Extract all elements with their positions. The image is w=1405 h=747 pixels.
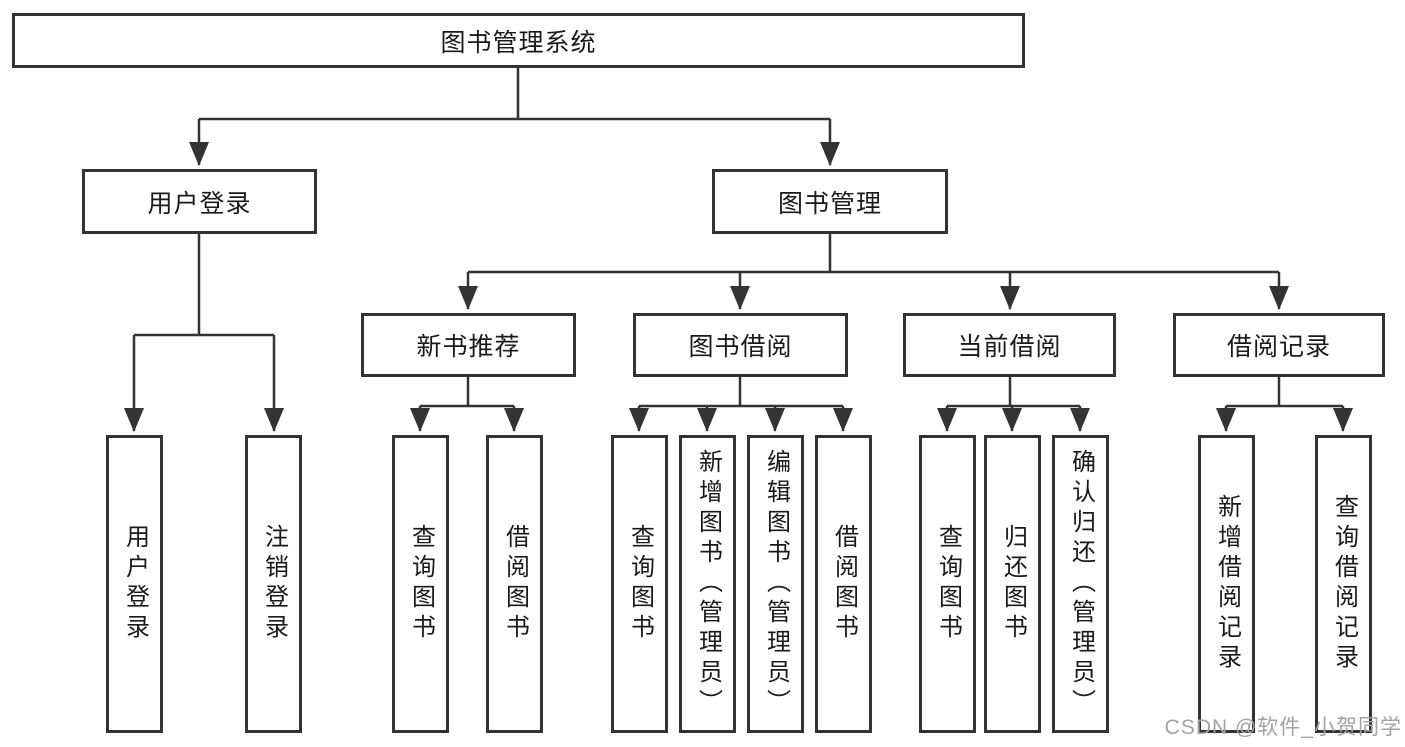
leaf-current-return-books: 归还图书 <box>984 435 1041 733</box>
leaf-borrow-edit-books-admin: 编辑图书（管理员） <box>747 435 804 733</box>
node-borrow-records: 借阅记录 <box>1173 313 1385 377</box>
leaf-user-login-label: 用户登录 <box>121 524 149 644</box>
leaf-records-add-record: 新增借阅记录 <box>1198 435 1255 733</box>
leaf-records-add-record-label: 新增借阅记录 <box>1213 494 1241 674</box>
node-user-login: 用户登录 <box>82 169 317 234</box>
leaf-records-query-record-label: 查询借阅记录 <box>1330 494 1358 674</box>
leaf-newbook-query-books: 查询图书 <box>392 435 449 733</box>
watermark: CSDN @软件_小贺同学 <box>1164 716 1402 739</box>
leaf-user-login: 用户登录 <box>106 435 163 733</box>
leaf-current-query-books-label: 查询图书 <box>934 524 962 644</box>
node-new-book-recommend: 新书推荐 <box>361 313 576 377</box>
leaf-current-query-books: 查询图书 <box>919 435 976 733</box>
leaf-newbook-borrow-books-label: 借阅图书 <box>501 524 529 644</box>
leaf-current-confirm-return-admin-label: 确认归还（管理员） <box>1067 449 1095 719</box>
node-root-system: 图书管理系统 <box>12 13 1025 68</box>
node-book-borrow: 图书借阅 <box>633 313 848 377</box>
leaf-borrow-query-books-label: 查询图书 <box>626 524 654 644</box>
node-current-borrow: 当前借阅 <box>903 313 1116 377</box>
leaf-newbook-query-books-label: 查询图书 <box>407 524 435 644</box>
leaf-borrow-add-books-admin: 新增图书（管理员） <box>679 435 736 733</box>
leaf-borrow-borrow-books-label: 借阅图书 <box>830 524 858 644</box>
leaf-borrow-edit-books-admin-label: 编辑图书（管理员） <box>762 449 790 719</box>
leaf-logout-login-label: 注销登录 <box>260 524 288 644</box>
leaf-newbook-borrow-books: 借阅图书 <box>486 435 543 733</box>
leaf-logout-login: 注销登录 <box>245 435 302 733</box>
leaf-current-return-books-label: 归还图书 <box>999 524 1027 644</box>
leaf-records-query-record: 查询借阅记录 <box>1315 435 1372 733</box>
node-book-management: 图书管理 <box>712 169 948 234</box>
leaf-borrow-borrow-books: 借阅图书 <box>815 435 872 733</box>
leaf-current-confirm-return-admin: 确认归还（管理员） <box>1052 435 1109 733</box>
leaf-borrow-add-books-admin-label: 新增图书（管理员） <box>694 449 722 719</box>
leaf-borrow-query-books: 查询图书 <box>611 435 668 733</box>
